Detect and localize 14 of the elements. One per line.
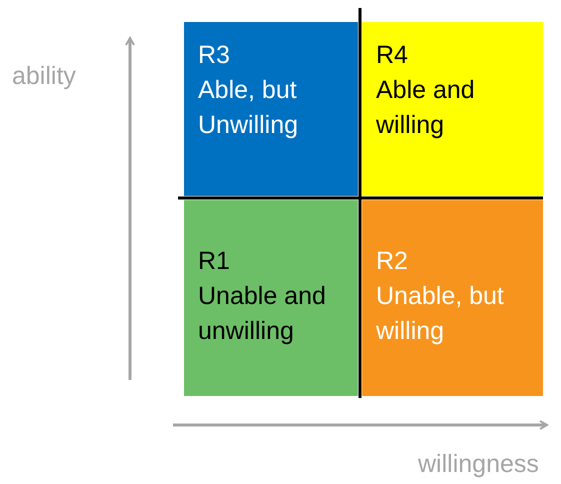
quadrant-code: R2 <box>376 246 409 277</box>
quadrant-description: Unable and unwilling <box>198 281 327 347</box>
axis-label: willingness <box>418 450 539 479</box>
quadrant-box <box>362 200 543 396</box>
quadrant-code: R3 <box>198 40 231 71</box>
quadrant-box <box>362 22 543 196</box>
quadrant-box <box>184 22 358 196</box>
quadrant-description: Able and willing <box>376 75 476 141</box>
quadrant-box <box>184 200 358 396</box>
quadrant-description: Able, but Unwilling <box>198 75 300 141</box>
quadrant-code: R1 <box>198 246 231 277</box>
quadrant-description: Unable, but willing <box>376 281 505 347</box>
quadrant-code: R4 <box>376 40 409 71</box>
axis-label: ability <box>12 62 76 91</box>
